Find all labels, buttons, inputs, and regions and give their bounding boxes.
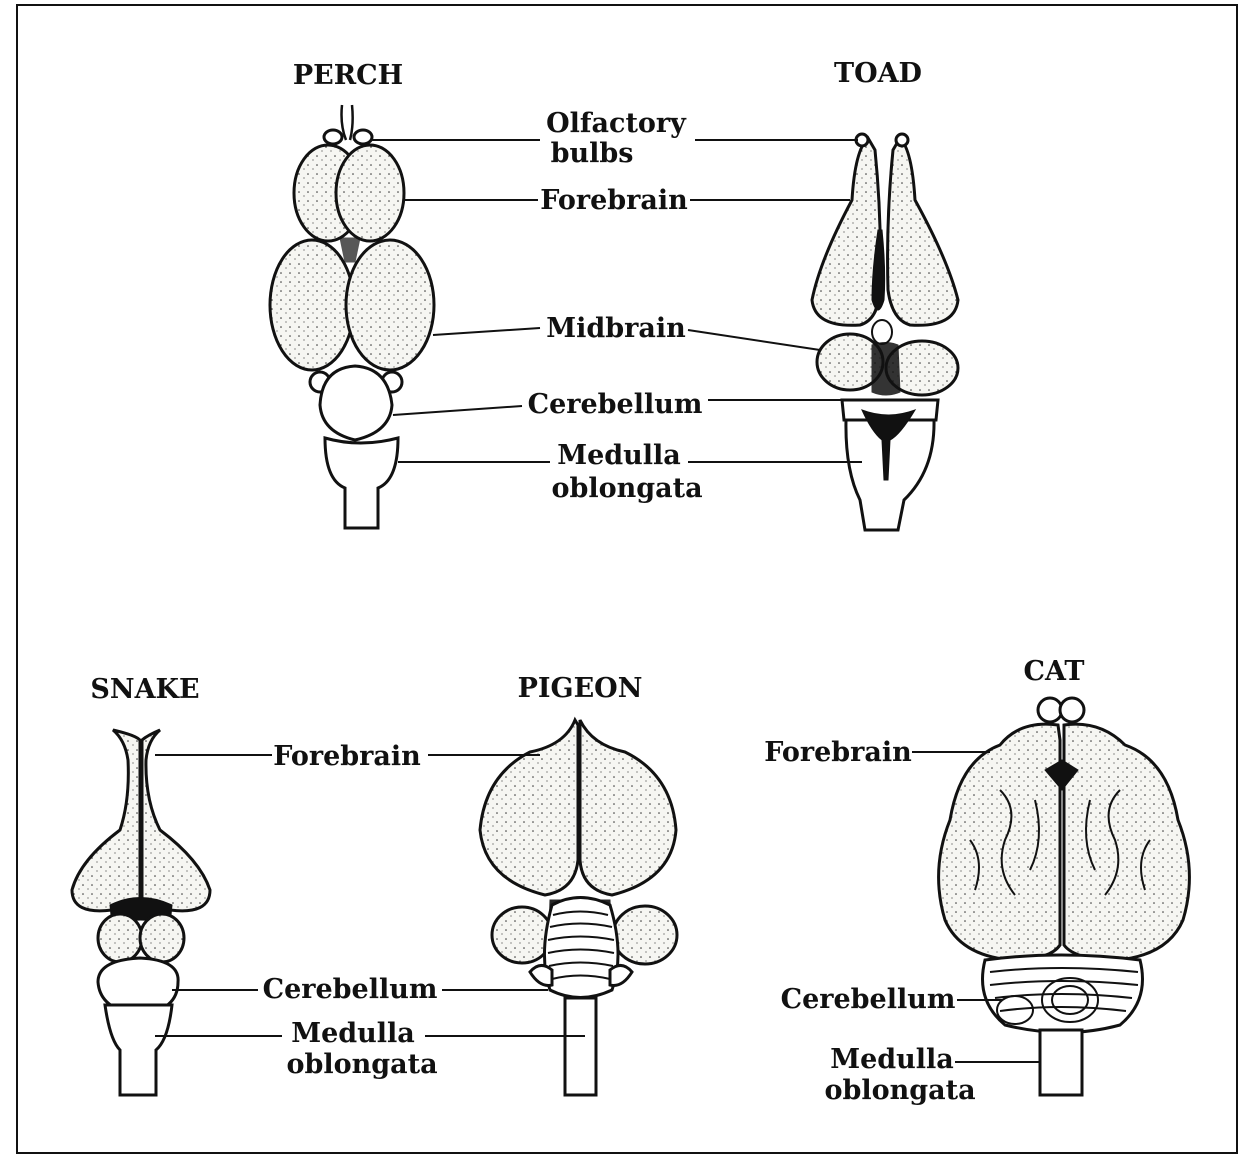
snake-medulla: [105, 1005, 172, 1095]
cat-olfactory-left: [1038, 698, 1062, 722]
pigeon-medulla: [565, 998, 596, 1095]
snake-forebrain-right: [142, 730, 210, 911]
cerebellum-label-top: Cerebellum: [528, 389, 703, 420]
snake-title: SNAKE: [90, 674, 199, 705]
forebrain-label-top: Forebrain: [540, 185, 688, 216]
cat-forebrain-right: [1064, 724, 1189, 960]
forebrain-label-bottom: Forebrain: [273, 741, 421, 772]
olfactory-label-line2: bulbs: [551, 138, 634, 169]
toad-title: TOAD: [834, 58, 922, 89]
snake-brain: SNAKE: [72, 674, 210, 1095]
olfactory-label-line1: Olfactory: [546, 108, 687, 139]
cat-forebrain-label: Forebrain: [764, 737, 912, 768]
pigeon-forebrain-right: [580, 720, 676, 895]
perch-brain: PERCH: [270, 60, 434, 528]
perch-olfactory-stalks: [342, 105, 353, 140]
midbrain-label: Midbrain: [546, 313, 686, 344]
snake-forebrain-left: [72, 730, 140, 911]
perch-medulla: [325, 438, 398, 528]
medulla-label-bottom-line2: oblongata: [286, 1049, 437, 1080]
cat-title: CAT: [1023, 656, 1084, 687]
toad-forebrain-left: [812, 138, 880, 325]
snake-midbrain-left: [98, 914, 142, 962]
perch-midbrain-left: [270, 240, 354, 370]
cat-labels: Forebrain Cerebellum Medulla oblongata: [764, 737, 975, 1106]
cat-forebrain-left: [939, 724, 1060, 960]
toad-forebrain-right: [888, 138, 958, 325]
cat-medulla-label-line1: Medulla: [830, 1044, 954, 1075]
cerebellum-label-bottom: Cerebellum: [263, 974, 438, 1005]
medulla-label-top-line1: Medulla: [557, 440, 681, 471]
cat-cerebellum-label: Cerebellum: [781, 984, 956, 1015]
perch-cerebellum: [320, 366, 392, 440]
perch-midbrain-right: [346, 240, 434, 370]
medulla-label-top-line2: oblongata: [551, 473, 702, 504]
bottom-left-labels: Forebrain Cerebellum Medulla oblongata: [263, 741, 438, 1080]
cat-medulla: [1040, 1030, 1082, 1095]
toad-olfactory-right: [896, 134, 908, 146]
cat-brain: CAT: [939, 656, 1190, 1095]
snake-midbrain-right: [140, 914, 184, 962]
pigeon-forebrain-left: [480, 720, 578, 895]
top-labels: Olfactory bulbs Forebrain Midbrain Cereb…: [528, 108, 703, 504]
medulla-label-bottom-line1: Medulla: [291, 1018, 415, 1049]
perch-olfactory-bulb-left: [324, 130, 342, 144]
pigeon-optic-lobe-right: [613, 906, 677, 964]
cat-medulla-label-line2: oblongata: [824, 1075, 975, 1106]
pigeon-title: PIGEON: [518, 673, 643, 704]
toad-brain: TOAD: [812, 58, 958, 530]
perch-title: PERCH: [293, 60, 403, 91]
perch-forebrain-right: [336, 145, 404, 241]
pigeon-brain: PIGEON: [480, 673, 677, 1095]
perch-olfactory-bulb-right: [354, 130, 372, 144]
cat-olfactory-right: [1060, 698, 1084, 722]
